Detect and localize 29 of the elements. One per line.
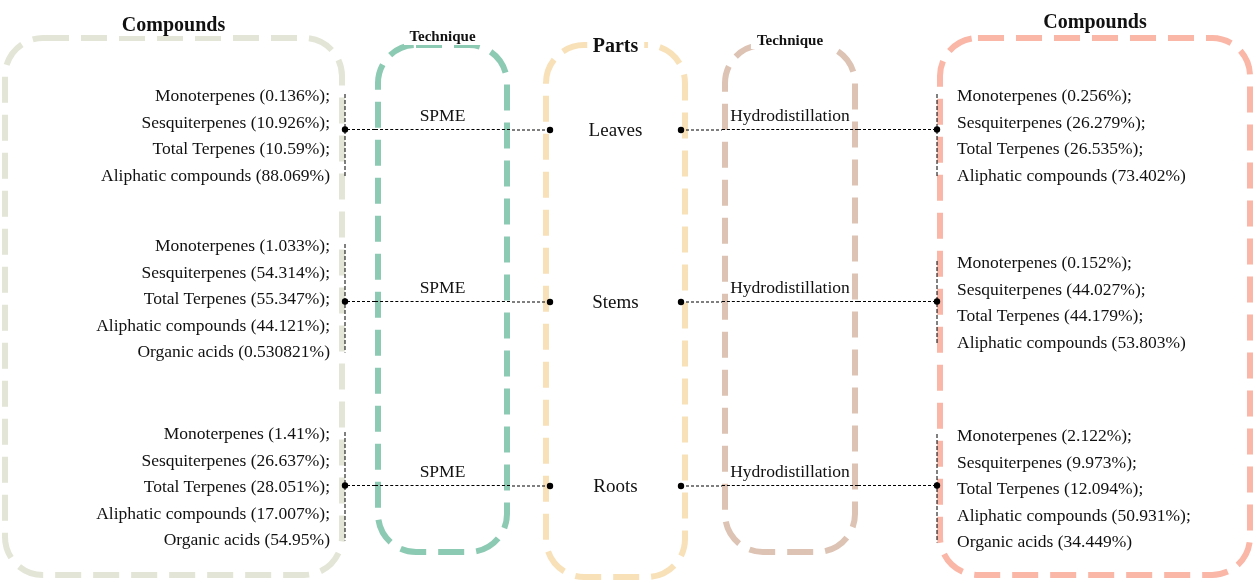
- plant-part-label: Leaves: [550, 115, 681, 145]
- dotted-connector: [857, 482, 941, 489]
- compound-list: Monoterpenes (1.41%); Sesquiterpenes (26.637%); Total Terpenes (28.051%); Aliphatic compounds (17.007%); Organic acids (54.95%): [2, 420, 345, 553]
- technique-label: SPME: [375, 277, 510, 302]
- column-heading: Technique: [403, 28, 482, 45]
- column-heading: Technique: [750, 32, 830, 49]
- dotted-connector: [857, 298, 941, 305]
- technique-label: SPME: [375, 461, 510, 486]
- dotted-connector: [677, 482, 723, 490]
- dotted-connector: [857, 126, 941, 133]
- compound-list: Monoterpenes (0.152%); Sesquiterpenes (44.027%); Total Terpenes (44.179%); Aliphatic compounds (53.803%): [937, 249, 1253, 355]
- dotted-connector: [509, 126, 554, 134]
- compound-list: Monoterpenes (0.256%); Sesquiterpenes (26.279%); Total Terpenes (26.535%); Aliphatic compounds (73.402%): [937, 82, 1253, 188]
- technique-label: Hydrodistillation: [722, 461, 858, 486]
- compound-list: Monoterpenes (0.136%); Sesquiterpenes (10.926%); Total Terpenes (10.59%); Aliphatic compounds (88.069%): [2, 82, 345, 188]
- dotted-connector: [509, 482, 554, 490]
- compound-list: Monoterpenes (2.122%); Sesquiterpenes (9.973%); Total Terpenes (12.094%); Aliphatic compounds (50.931%); Organic acids (34.449%): [937, 422, 1253, 555]
- dotted-connector: [509, 298, 554, 306]
- technique-label: Hydrodistillation: [722, 277, 858, 302]
- dotted-connector: [677, 126, 723, 134]
- dotted-connector: [677, 298, 723, 306]
- technique-label: Hydrodistillation: [722, 105, 858, 130]
- compound-list: Monoterpenes (1.033%); Sesquiterpenes (54.314%); Total Terpenes (55.347%); Aliphatic compounds (44.121%); Organic acids (0.530821%): [2, 232, 345, 365]
- dotted-connector: [341, 126, 376, 133]
- technique-label: SPME: [375, 105, 510, 130]
- dotted-connector: [341, 482, 376, 489]
- plant-part-label: Roots: [550, 471, 681, 501]
- dotted-connector: [341, 298, 376, 305]
- plant-part-label: Stems: [550, 287, 681, 317]
